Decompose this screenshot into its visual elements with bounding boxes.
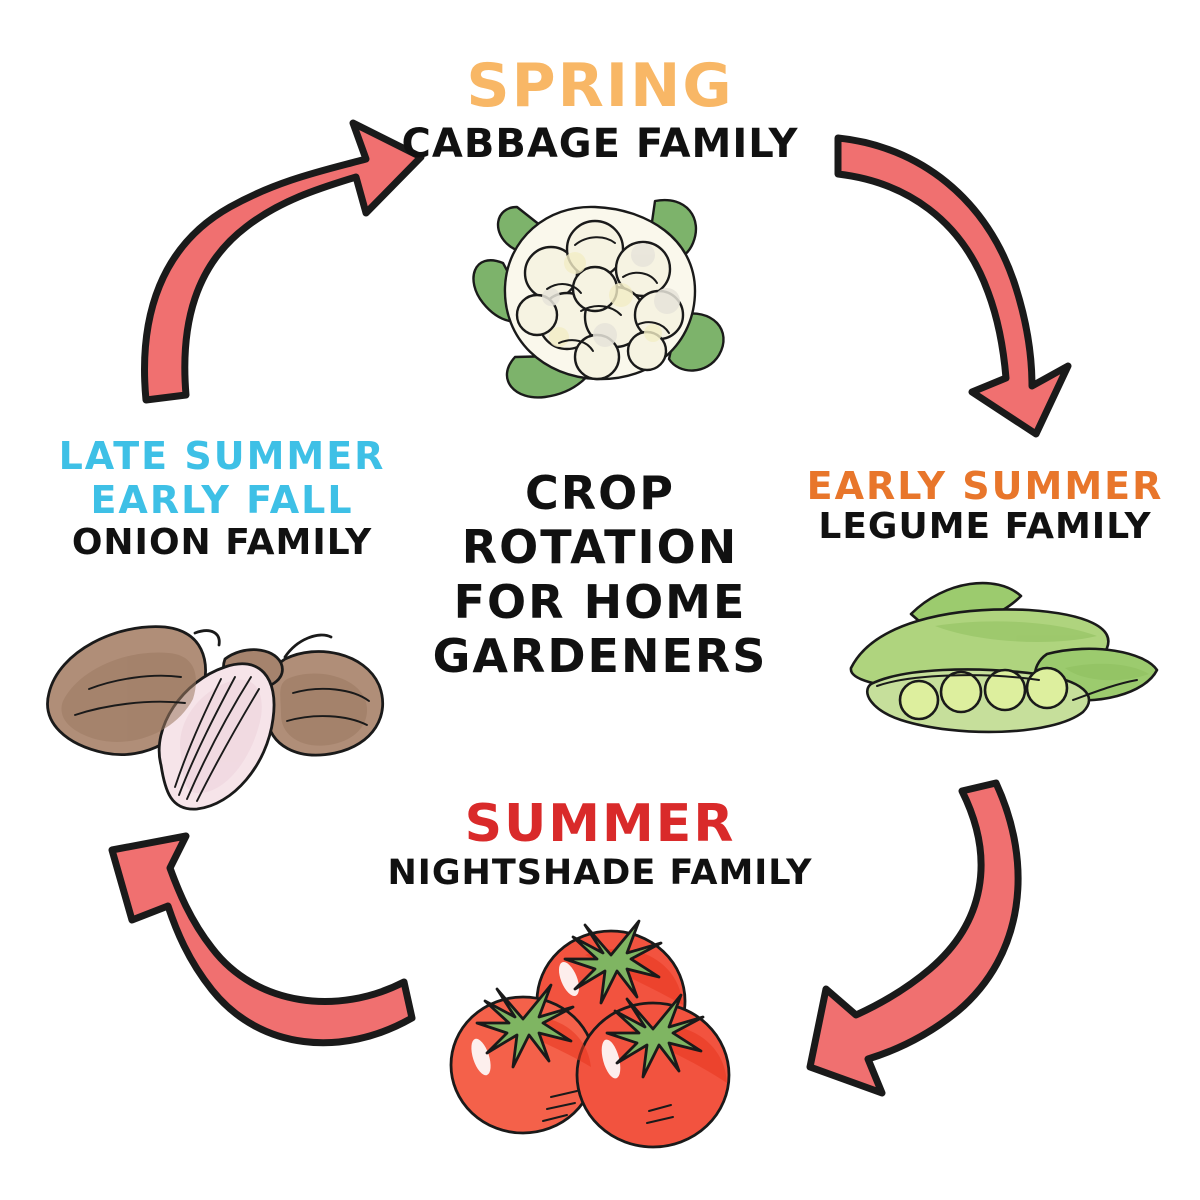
season-title-spring: SPRING: [466, 51, 734, 121]
family-label-onion: ONION FAMILY: [71, 522, 373, 563]
stage-label-summer: SUMMER NIGHTSHADE FAMILY: [388, 798, 813, 891]
arrow-left-to-spring: [100, 95, 440, 425]
season-title-early-summer: EARLY SUMMER: [806, 464, 1164, 508]
stage-label-early-summer: EARLY SUMMER LEGUME FAMILY: [807, 467, 1164, 545]
season-title-summer: SUMMER: [464, 794, 736, 854]
arrow-spring-to-early-summer: [820, 128, 1100, 448]
season-title-early-fall: EARLY FALL: [90, 478, 354, 522]
family-label-summer: NIGHTSHADE FAMILY: [387, 853, 813, 893]
center-title-line-3: FOR HOME: [453, 574, 747, 629]
arrow-shape: [108, 832, 416, 1047]
cauliflower-illustration: [455, 185, 745, 410]
garlic-cloves-illustration: [35, 605, 405, 830]
center-title-line-2: ROTATION: [461, 520, 739, 575]
center-title: CROP ROTATION FOR HOME GARDENERS: [433, 466, 768, 683]
season-title-late-summer: LATE SUMMER: [58, 434, 386, 478]
arrow-summer-to-late-summer: [90, 820, 430, 1070]
stage-label-spring: SPRING CABBAGE FAMILY: [402, 56, 799, 164]
arrow-shape: [141, 119, 425, 404]
center-title-line-1: CROP: [524, 466, 675, 520]
arrow-shape: [834, 134, 1072, 438]
family-label-early-summer: LEGUME FAMILY: [818, 506, 1152, 547]
arrow-shape: [806, 779, 1022, 1097]
tomatoes-illustration: [435, 915, 755, 1160]
center-title-line-4: GARDENERS: [432, 628, 768, 683]
stage-label-late-summer-early-fall: LATE SUMMER EARLY FALL ONION FAMILY: [59, 437, 386, 561]
family-label-spring: CABBAGE FAMILY: [401, 121, 799, 167]
arrow-early-summer-to-summer: [790, 775, 1080, 1097]
pea-pods-illustration: [815, 572, 1175, 747]
